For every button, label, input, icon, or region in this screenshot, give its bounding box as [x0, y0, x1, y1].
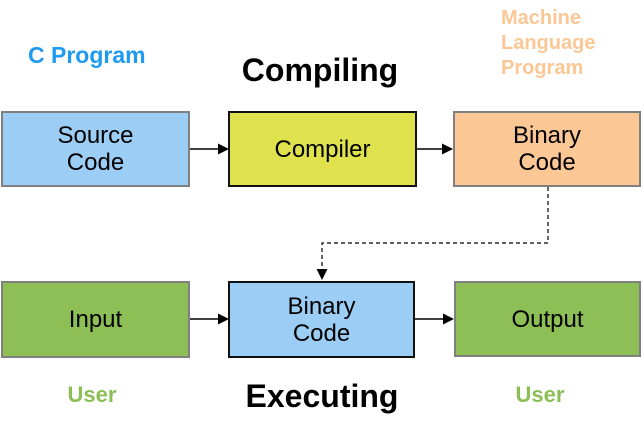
binary-code-middle-box: Binary Code [228, 281, 415, 358]
arrow-binary-to-output [415, 313, 454, 325]
output-box: Output [454, 281, 641, 357]
binary-code-top-box: Binary Code [453, 111, 641, 187]
arrow-compiler-to-binary [417, 143, 453, 155]
user-left-label: User [67, 382, 117, 407]
c-program-label: C Program [28, 42, 146, 68]
compiling-title: Compiling [241, 52, 399, 88]
arrow-input-to-binary [190, 313, 229, 325]
executing-title: Executing [245, 378, 399, 414]
input-box: Input [1, 281, 190, 358]
user-right-label: User [515, 382, 565, 407]
compiler-box: Compiler [228, 111, 417, 187]
arrow-source-to-compiler [190, 143, 229, 155]
machine-language-program-label: Machine Language Program [501, 7, 596, 79]
source-code-box: Source Code [1, 111, 190, 187]
dashed-connector-binary-to-binary [316, 187, 549, 280]
